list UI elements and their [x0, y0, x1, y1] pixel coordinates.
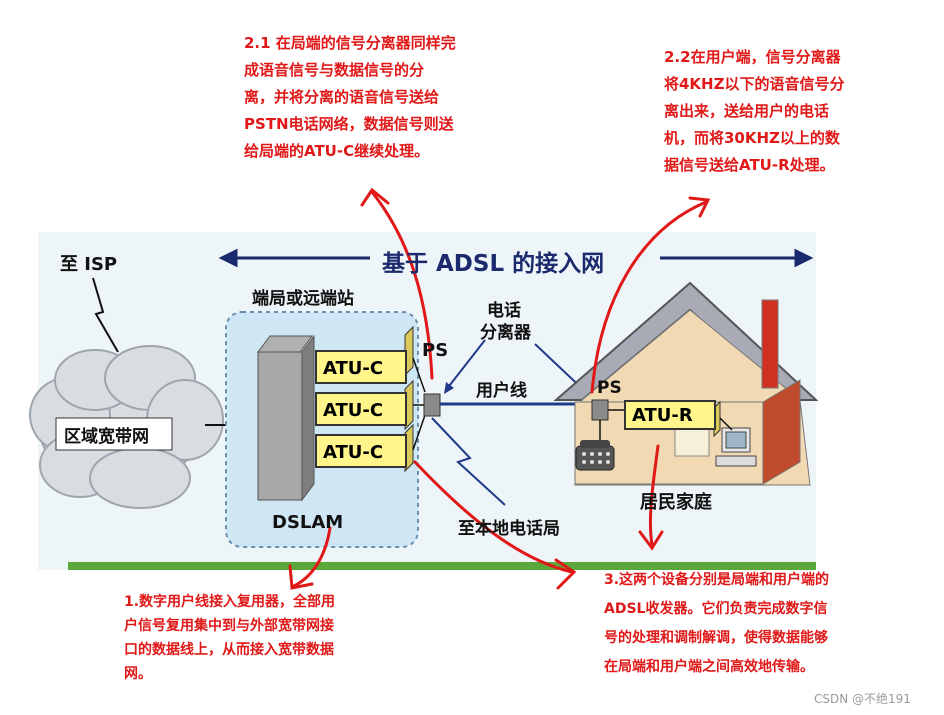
- telephone-icon: [575, 445, 615, 471]
- annotation-line: 3.这两个设备分别是局端和用户端的: [604, 572, 830, 588]
- user-line-label: 用户线: [476, 381, 527, 401]
- station-label: 端局或远端站: [252, 289, 354, 309]
- chimney: [761, 299, 779, 389]
- annotation-line: 将4KHZ以下的语音信号分: [664, 75, 845, 93]
- atu-c-box: ATU-C: [315, 350, 407, 384]
- annotation-line: 1.数字用户线接入复用器，全部用: [124, 594, 336, 610]
- home-splitter: [591, 399, 609, 421]
- diagram-title: 基于 ADSL 的接入网: [382, 251, 605, 277]
- annotation-line: ADSL收发器。它们负责完成数字信: [604, 601, 828, 617]
- atu-c-box: ATU-C: [315, 392, 407, 426]
- watermark: CSDN @不绝191: [814, 692, 911, 706]
- annotation-arrows: [288, 187, 711, 590]
- dslam-tower: [257, 351, 303, 501]
- local-office-link-icon: [431, 417, 506, 506]
- title-bar-line: [218, 248, 814, 268]
- annotation-line: 据信号送给ATU-R处理。: [664, 156, 835, 174]
- home-label: 居民家庭: [640, 492, 712, 513]
- dslam-label: DSLAM: [272, 512, 344, 533]
- annotation-line: 户信号复用集中到与外部宽带网接: [124, 618, 334, 634]
- annotation-line: 口的数据线上，从而接入宽带数据: [124, 642, 334, 658]
- annotation-line: 号的处理和调制解调，使得数据能够: [604, 630, 828, 646]
- annotation-line: 网。: [124, 666, 152, 682]
- annotation-line: PSTN电话网络，数据信号则送: [244, 115, 454, 133]
- annotation-line: 给局端的ATU-C继续处理。: [244, 142, 430, 160]
- annotation-2-1: 2.1 在局端的信号分离器同样完 成语音信号与数据信号的分 离，并将分离的语音信…: [244, 30, 456, 165]
- annotation-line: 在局端和用户端之间高效地传输。: [604, 659, 814, 675]
- splitter-label-line1: 电话: [487, 301, 521, 321]
- annotation-1: 1.数字用户线接入复用器，全部用 户信号复用集中到与外部宽带网接 口的数据线上，…: [124, 590, 335, 686]
- annotation-line: 离出来，送给用户的电话: [664, 102, 830, 120]
- isp-label: 至 ISP: [60, 254, 118, 275]
- annotation-3: 3.这两个设备分别是局端和用户端的 ADSL收发器。它们负责完成数字信 号的处理…: [604, 566, 829, 682]
- bottom-bar: [68, 562, 816, 570]
- ps-label-home: PS: [597, 378, 622, 398]
- atu-c-box: ATU-C: [315, 434, 407, 468]
- isp-link-icon: [92, 277, 119, 353]
- annotation-line: 离，并将分离的语音信号送给: [244, 88, 440, 106]
- local-office-label: 至本地电话局: [458, 519, 560, 539]
- annotation-line: 机，而将30KHZ以上的数: [664, 129, 840, 147]
- annotation-2-2: 2.2在用户端，信号分离器 将4KHZ以下的语音信号分 离出来，送给用户的电话 …: [664, 44, 845, 179]
- ps-label-local: PS: [422, 340, 449, 361]
- local-splitter: [423, 393, 441, 417]
- splitter-label-line2: 分离器: [480, 323, 531, 343]
- annotation-line: 成语音信号与数据信号的分: [244, 61, 425, 79]
- annotation-line: 2.2在用户端，信号分离器: [664, 48, 841, 66]
- cloud-label: 区域宽带网: [64, 427, 149, 447]
- atu-r-box: ATU-R: [624, 400, 716, 430]
- annotation-line: 2.1 在局端的信号分离器同样完: [244, 34, 456, 52]
